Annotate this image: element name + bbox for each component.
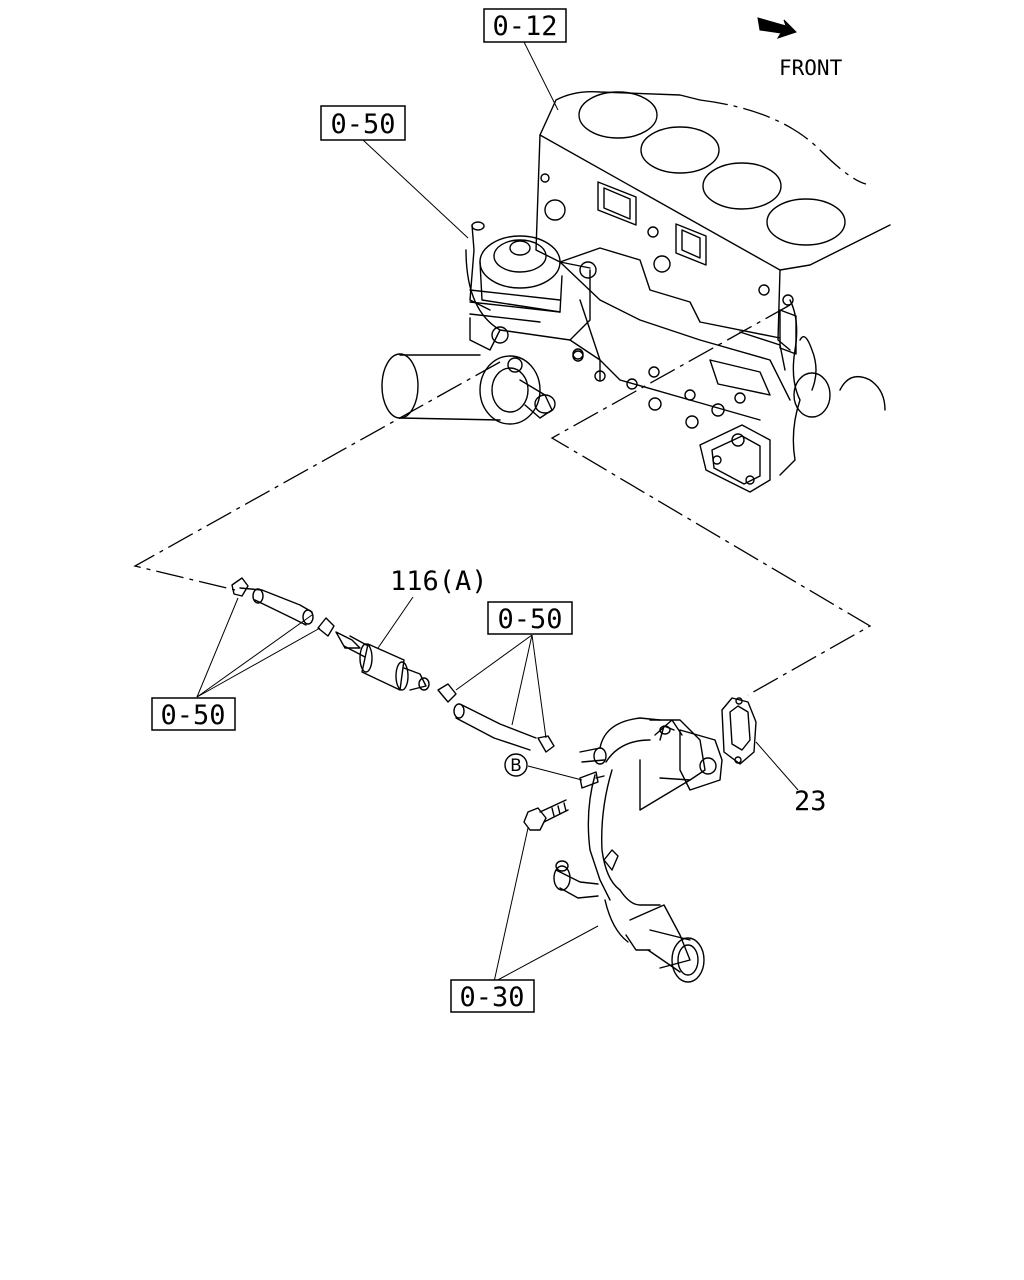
callout-block-ref[interactable]: 0-12 <box>483 8 567 43</box>
reference-marker-b-text: B <box>510 756 522 776</box>
hose-clamp-4 <box>537 735 555 753</box>
hose-clamp-2 <box>317 617 335 637</box>
hose-clamp-1 <box>231 577 249 597</box>
callout-hose-right-ref[interactable]: 0-50 <box>487 601 573 635</box>
callout-bolt-ref-text: 0-30 <box>459 982 524 1013</box>
leader-lines <box>196 41 799 983</box>
check-valve-116a <box>335 631 430 691</box>
hose-left <box>239 587 314 626</box>
callout-filter-ref-text: 0-50 <box>330 109 395 140</box>
bolt-lower <box>523 799 569 831</box>
callout-filter-ref[interactable]: 0-50 <box>320 105 406 141</box>
callout-block-ref-text: 0-12 <box>492 11 557 42</box>
water-outlet-pipe <box>553 717 723 983</box>
engine-block <box>535 90 891 493</box>
reference-marker-b[interactable]: B <box>504 753 528 777</box>
bolt-upper <box>579 771 605 789</box>
part-label-valve[interactable]: 116(A) <box>390 566 488 597</box>
front-label: FRONT <box>779 56 843 80</box>
callout-bolt-ref[interactable]: 0-30 <box>450 979 535 1013</box>
callout-hose-left-ref[interactable]: 0-50 <box>151 697 236 731</box>
guide-lines <box>133 304 872 696</box>
hose-right <box>453 703 537 751</box>
front-arrow-icon <box>757 17 797 39</box>
callout-hose-left-ref-text: 0-50 <box>160 700 225 731</box>
part-label-gasket[interactable]: 23 <box>794 786 827 817</box>
hose-clamp-3 <box>437 683 457 703</box>
callout-hose-right-ref-text: 0-50 <box>497 604 562 635</box>
oil-cooler-assembly <box>381 221 601 425</box>
gasket-23 <box>721 697 757 765</box>
